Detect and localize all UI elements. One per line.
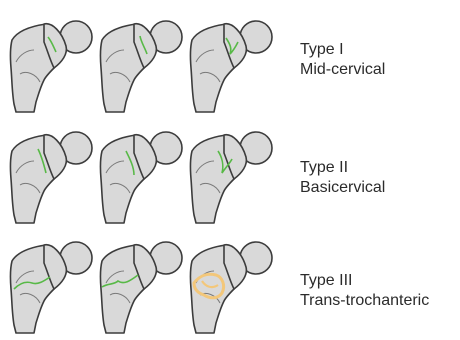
femur-row1-b: [100, 21, 182, 112]
type-2-label: Type II: [300, 158, 460, 178]
femur-row2-a: [10, 132, 92, 223]
femur-row3-b: [100, 242, 182, 333]
femur-row1-c: [190, 21, 272, 112]
femur-row1-a: [10, 21, 92, 112]
label-type-3: Type III Trans-trochanteric: [300, 271, 460, 311]
type-2-name: Basicervical: [300, 178, 460, 198]
type-3-label: Type III: [300, 271, 460, 291]
label-type-2: Type II Basicervical: [300, 158, 460, 198]
row-2-illustrations: [10, 132, 272, 223]
femur-row2-c: [190, 132, 272, 223]
label-type-1: Type I Mid-cervical: [300, 40, 460, 80]
row-1-illustrations: [10, 21, 272, 112]
row-3-illustrations: [10, 242, 272, 333]
type-1-name: Mid-cervical: [300, 60, 460, 80]
type-3-name: Trans-trochanteric: [300, 291, 460, 311]
femur-row3-c: [190, 242, 272, 333]
femur-row2-b: [100, 132, 182, 223]
type-1-label: Type I: [300, 40, 460, 60]
femur-row3-a: [10, 242, 92, 333]
